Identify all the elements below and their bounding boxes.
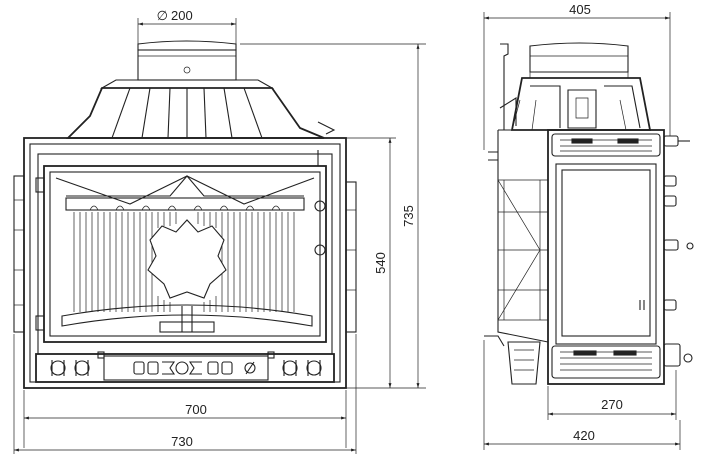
- dim-front-total-width: 730: [171, 434, 193, 449]
- dim-side-top-depth: 405: [569, 2, 591, 17]
- dim-front-body-height: 540: [373, 252, 388, 274]
- dim-front-total-height: 735: [401, 205, 416, 227]
- front-dimensions: ∅ 200 700 730 540 735: [13, 8, 426, 454]
- dim-flue-symbol: ∅: [157, 8, 168, 23]
- front-ash-panel: [35, 351, 335, 383]
- side-view: [484, 42, 694, 385]
- side-body: [484, 129, 694, 385]
- side-dimensions: 405 270 420: [483, 2, 681, 450]
- side-hood: [499, 77, 652, 131]
- front-view: [13, 40, 357, 389]
- flame-cutout: [147, 219, 227, 299]
- dim-side-bottom-depth: 420: [573, 428, 595, 443]
- side-flue-collar: [529, 42, 629, 79]
- dim-front-inner-width: 700: [185, 402, 207, 417]
- front-flue-collar: [137, 40, 237, 81]
- dim-flue-diameter: 200: [171, 8, 193, 23]
- dim-side-base-depth: 270: [601, 397, 623, 412]
- front-door: [35, 150, 327, 343]
- front-hood: [65, 79, 336, 139]
